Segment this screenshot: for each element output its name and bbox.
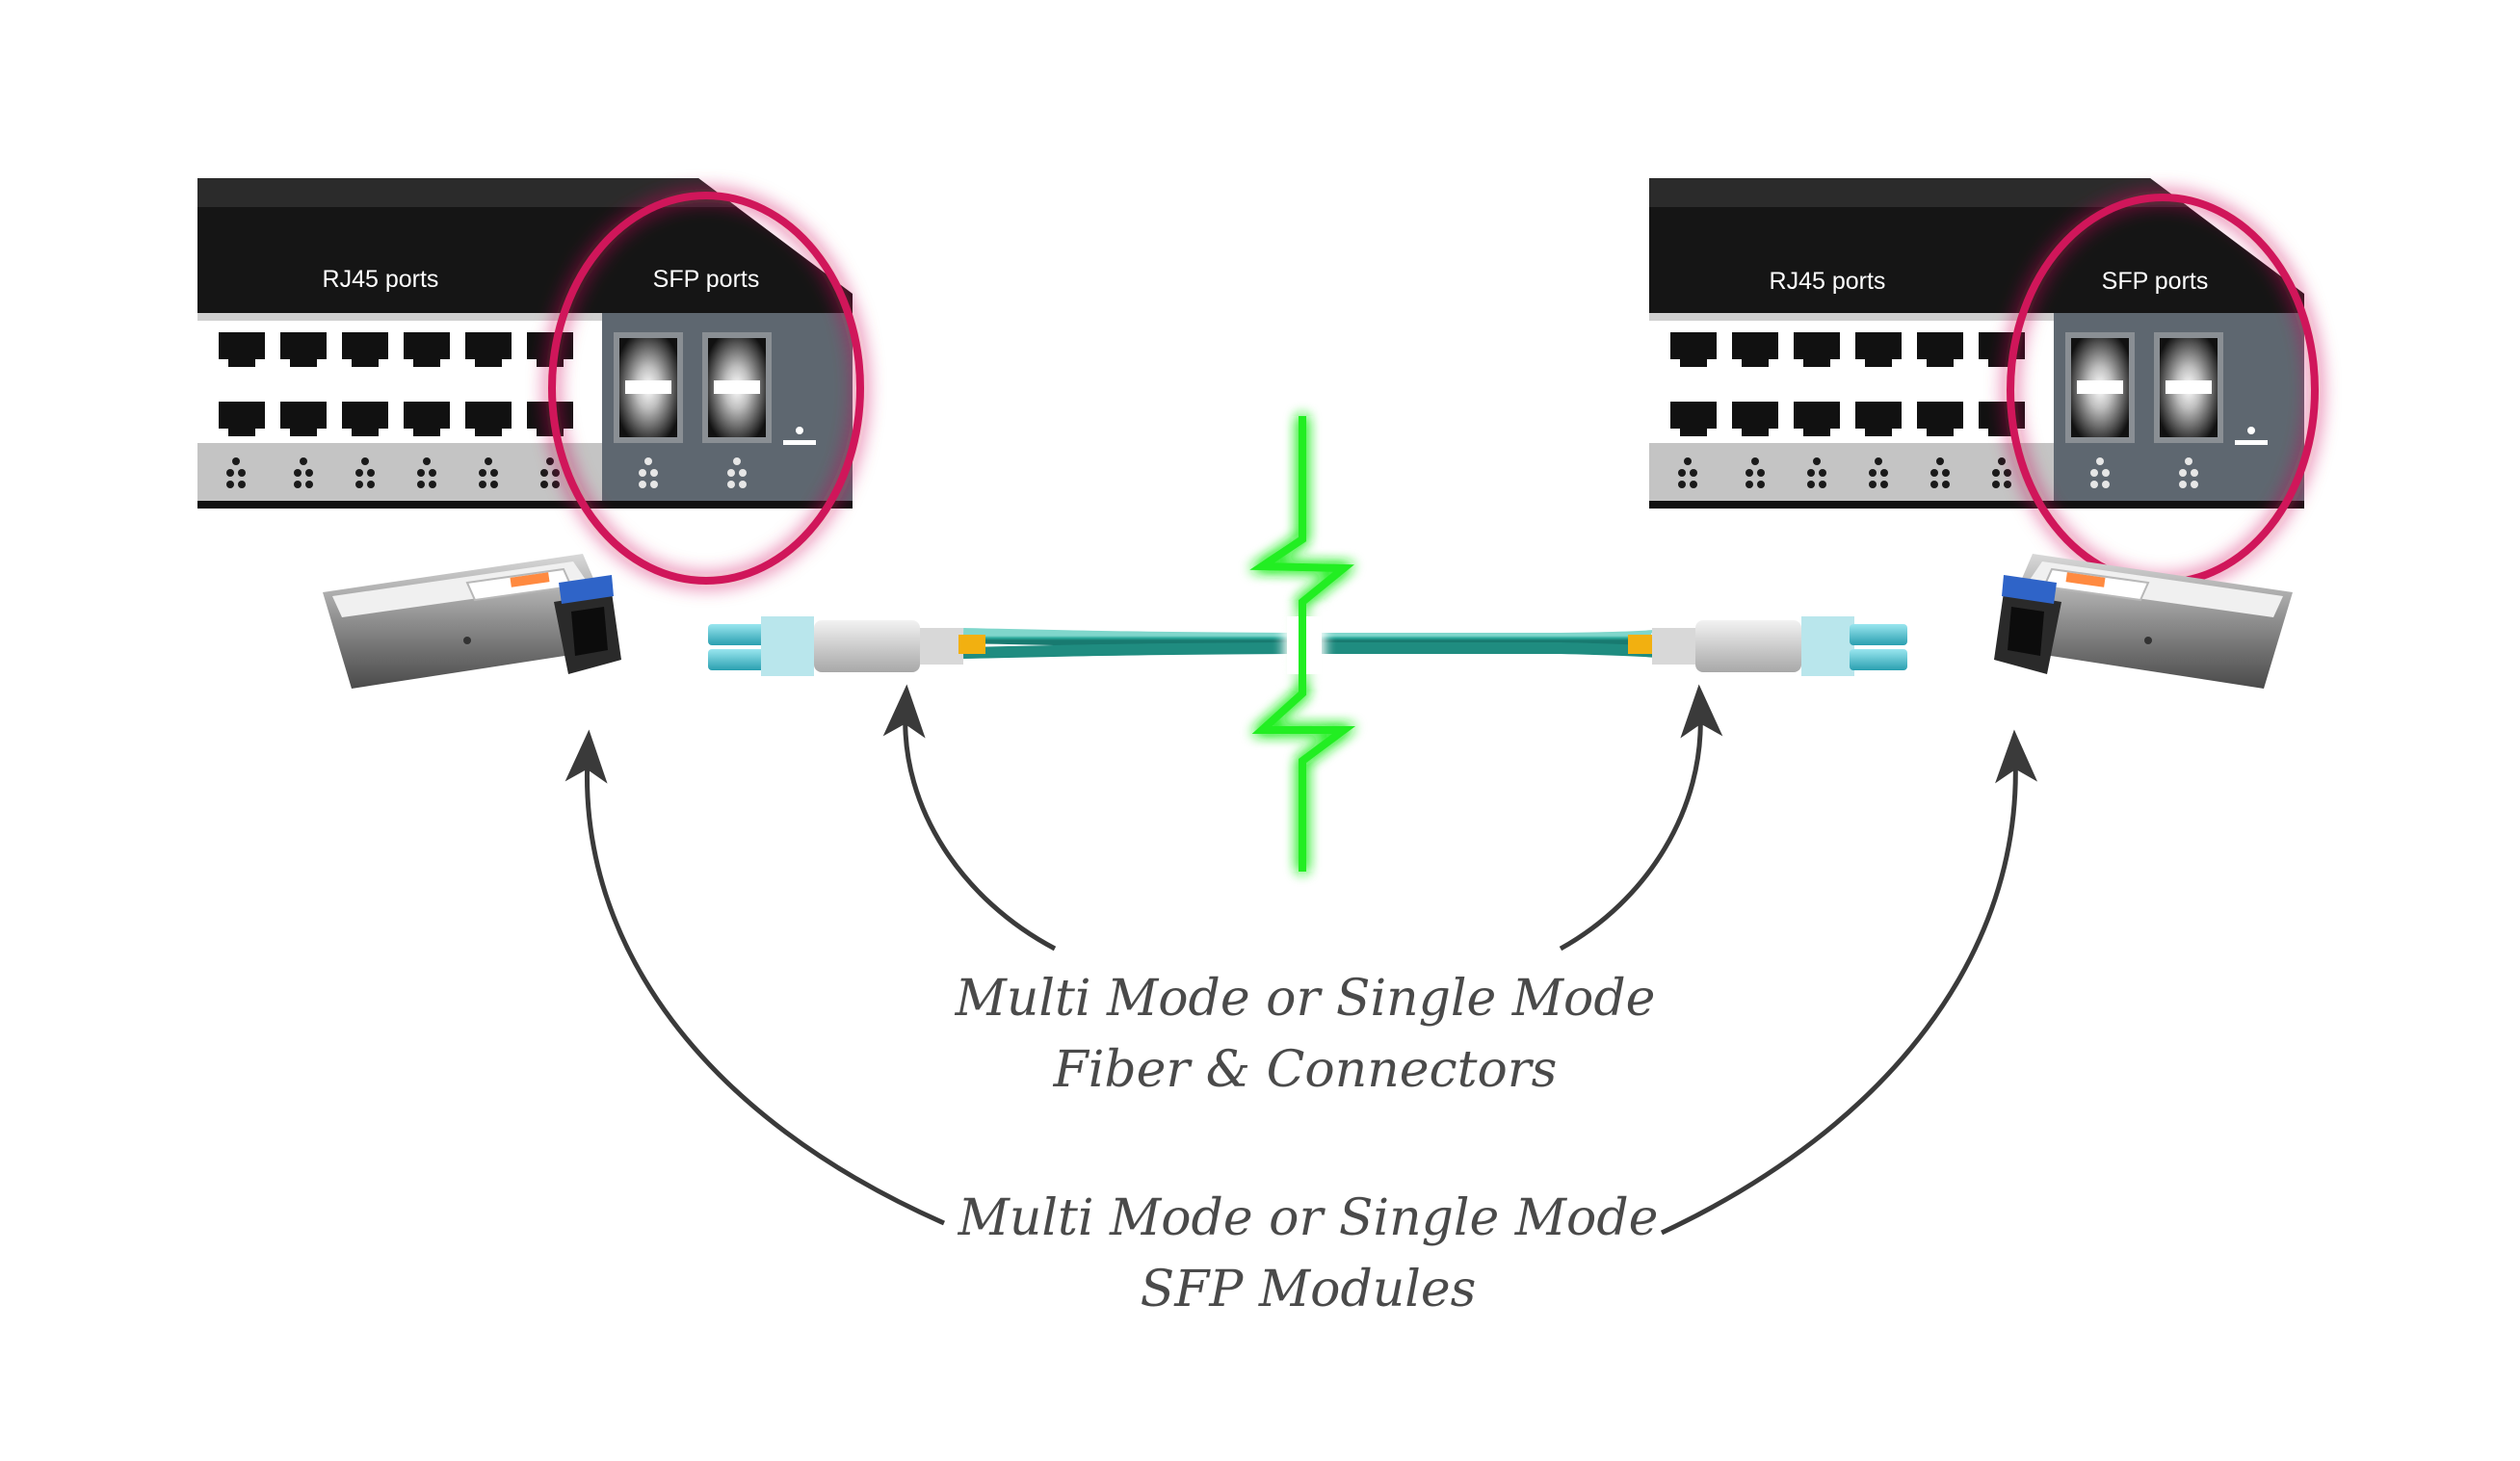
right-switch-sfp-label: SFP ports (2102, 268, 2209, 295)
fiber-caption-line1: Multi Mode or Single Mode (955, 970, 1656, 1028)
left-sfp-module (322, 553, 622, 690)
sfp-caption: Multi Mode or Single Mode SFP Modules (730, 1183, 1886, 1325)
sfp-caption-line2: SFP Modules (1140, 1261, 1477, 1318)
left-switch-rj45-label: RJ45 ports (323, 266, 439, 293)
annotation-arrows (564, 684, 2038, 1236)
right-switch-rj45-label: RJ45 ports (1770, 268, 1886, 295)
arrow-to-right-sfp (1660, 729, 2038, 1236)
arrow-to-left-fiber (882, 684, 1057, 952)
left-switch-sfp-label: SFP ports (653, 266, 760, 293)
arrow-to-left-sfp (564, 729, 946, 1226)
fiber-patch-cable (708, 616, 1907, 676)
sfp-caption-line1: Multi Mode or Single Mode (958, 1189, 1659, 1247)
left-switch: RJ45 ports SFP ports (197, 178, 853, 509)
left-sfp-highlight-ring (548, 192, 864, 585)
distance-break-mark (1249, 416, 1356, 872)
right-switch: RJ45 ports SFP ports (1649, 178, 2304, 509)
fiber-caption-line2: Fiber & Connectors (1053, 1041, 1558, 1099)
right-sfp-module (1993, 553, 2294, 690)
fiber-caption: Multi Mode or Single Mode Fiber & Connec… (727, 963, 1883, 1106)
arrow-to-right-fiber (1559, 684, 1723, 952)
right-lc-connector (1628, 616, 1907, 676)
left-lc-connector (708, 616, 985, 676)
